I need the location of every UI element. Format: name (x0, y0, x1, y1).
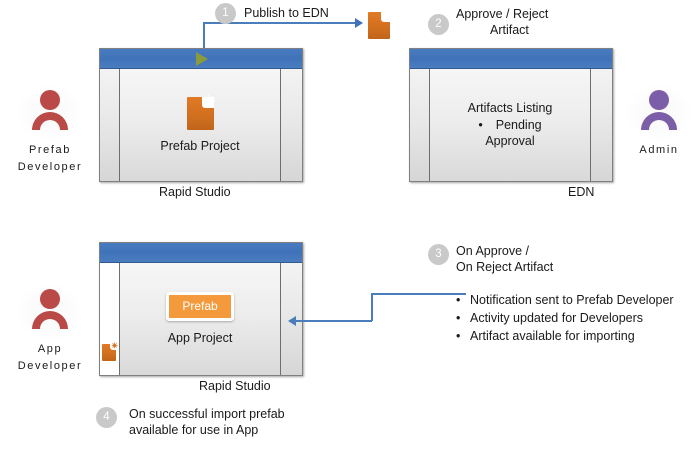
window-left-pane-app (100, 263, 120, 375)
artifacts-listing-block: Artifacts Listing • Pending Approval (468, 100, 553, 150)
outcome-bullet-text: Artifact available for importing (470, 329, 635, 344)
person-icon (32, 90, 68, 130)
bullet-glyph-icon: • (456, 311, 461, 326)
connector-step1-horizontal (203, 22, 355, 24)
person-icon (32, 289, 68, 329)
artifacts-listing-bullet-cont: Approval (485, 134, 535, 149)
window-caption-edn: EDN (568, 185, 595, 199)
window-center-pane-prefab: Prefab Project (120, 69, 280, 181)
window-center-pane-edn: Artifacts Listing • Pending Approval (430, 69, 590, 181)
step-2-label-line1: Approve / Reject (456, 7, 549, 21)
play-triangle-icon[interactable] (196, 52, 208, 66)
avatar-glow-app-developer (17, 283, 83, 341)
step-1-label: Publish to EDN (244, 6, 329, 20)
bullet-glyph-icon: • (478, 117, 483, 132)
window-right-pane-edn (590, 69, 612, 181)
avatar-glow-admin (626, 84, 692, 142)
person-icon (641, 90, 677, 130)
actor-admin-name: Admin (639, 144, 679, 156)
bullet-glyph-icon: • (456, 293, 461, 307)
step-4-label-line2: available for use in App (129, 423, 259, 437)
connector-step3-horizontal-top (371, 293, 466, 295)
artifacts-listing-bullet-row: • Pending (468, 117, 553, 134)
outcome-bullet-item: • Activity updated for Developers (456, 309, 691, 327)
connector-step1-vertical (203, 22, 205, 59)
outcome-bullet-item: • Notification sent to Prefab Developer (456, 291, 691, 309)
outcome-bullet-list: • Notification sent to Prefab Developer … (456, 291, 691, 345)
window-left-pane-edn (410, 69, 430, 181)
connector-step1-arrowhead (355, 18, 363, 28)
project-label-app: App Project (167, 331, 233, 345)
window-caption-rapid-studio-app: Rapid Studio (199, 379, 271, 393)
step-4-number: 4 (96, 407, 117, 428)
window-body-app: Prefab App Project (100, 263, 302, 375)
actor-app-developer-name-line2: Developer (17, 359, 83, 372)
window-title-bar-app (100, 243, 302, 263)
actor-prefab-developer-name-line2: Developer (17, 160, 83, 173)
window-body-edn: Artifacts Listing • Pending Approval (410, 69, 612, 181)
step-4-label-line1: On successful import prefab (129, 407, 285, 421)
connector-step3-horizontal-bottom (296, 320, 372, 322)
step-3-label-line1: On Approve / (456, 244, 529, 258)
actor-app-developer: App Developer (7, 283, 93, 375)
window-edn[interactable]: Artifacts Listing • Pending Approval (409, 48, 613, 182)
outcome-bullet-text: Notification sent to Prefab Developer (470, 293, 674, 307)
bullet-glyph-icon: • (456, 329, 461, 344)
avatar-glow-prefab-developer (17, 84, 83, 142)
step-2-number: 2 (428, 14, 449, 35)
window-title-bar-edn (410, 49, 612, 69)
artifact-icon-prefab-project (186, 94, 216, 130)
step-1-number: 1 (215, 3, 236, 24)
artifacts-listing-title: Artifacts Listing (467, 101, 553, 116)
connector-step3-arrowhead (288, 316, 296, 326)
window-caption-rapid-studio-prefab: Rapid Studio (159, 185, 231, 199)
window-right-pane-prefab (280, 69, 302, 181)
window-left-pane-prefab (100, 69, 120, 181)
connector-step3-vertical (371, 293, 373, 321)
starburst-icon (111, 342, 118, 349)
starburst-icon (381, 10, 392, 21)
actor-prefab-developer-name-line1: Prefab (28, 144, 71, 156)
step-3-number: 3 (428, 244, 449, 265)
step-3-label-line2: On Reject Artifact (456, 260, 554, 274)
outcome-bullet-item: • Artifact available for importing (456, 327, 691, 345)
window-rapid-studio-prefab[interactable]: Prefab Project (99, 48, 303, 182)
step-2-label-line2: Artifact (490, 23, 529, 37)
window-rapid-studio-app[interactable]: Prefab App Project (99, 242, 303, 376)
actor-admin: Admin (616, 84, 700, 159)
artifact-icon-published (368, 10, 392, 39)
outcome-bullet-text: Activity updated for Developers (470, 311, 644, 326)
prefab-badge[interactable]: Prefab (166, 292, 234, 321)
artifacts-listing-bullet: Pending (495, 117, 542, 132)
artifact-icon-imported (102, 342, 118, 361)
starburst-icon (203, 94, 216, 107)
window-body-prefab: Prefab Project (100, 69, 302, 181)
project-label-prefab: Prefab Project (160, 138, 240, 153)
window-center-pane-app: Prefab App Project (120, 263, 280, 375)
actor-prefab-developer: Prefab Developer (7, 84, 93, 176)
window-title-bar-prefab (100, 49, 302, 69)
actor-app-developer-name-line1: App (37, 343, 63, 355)
